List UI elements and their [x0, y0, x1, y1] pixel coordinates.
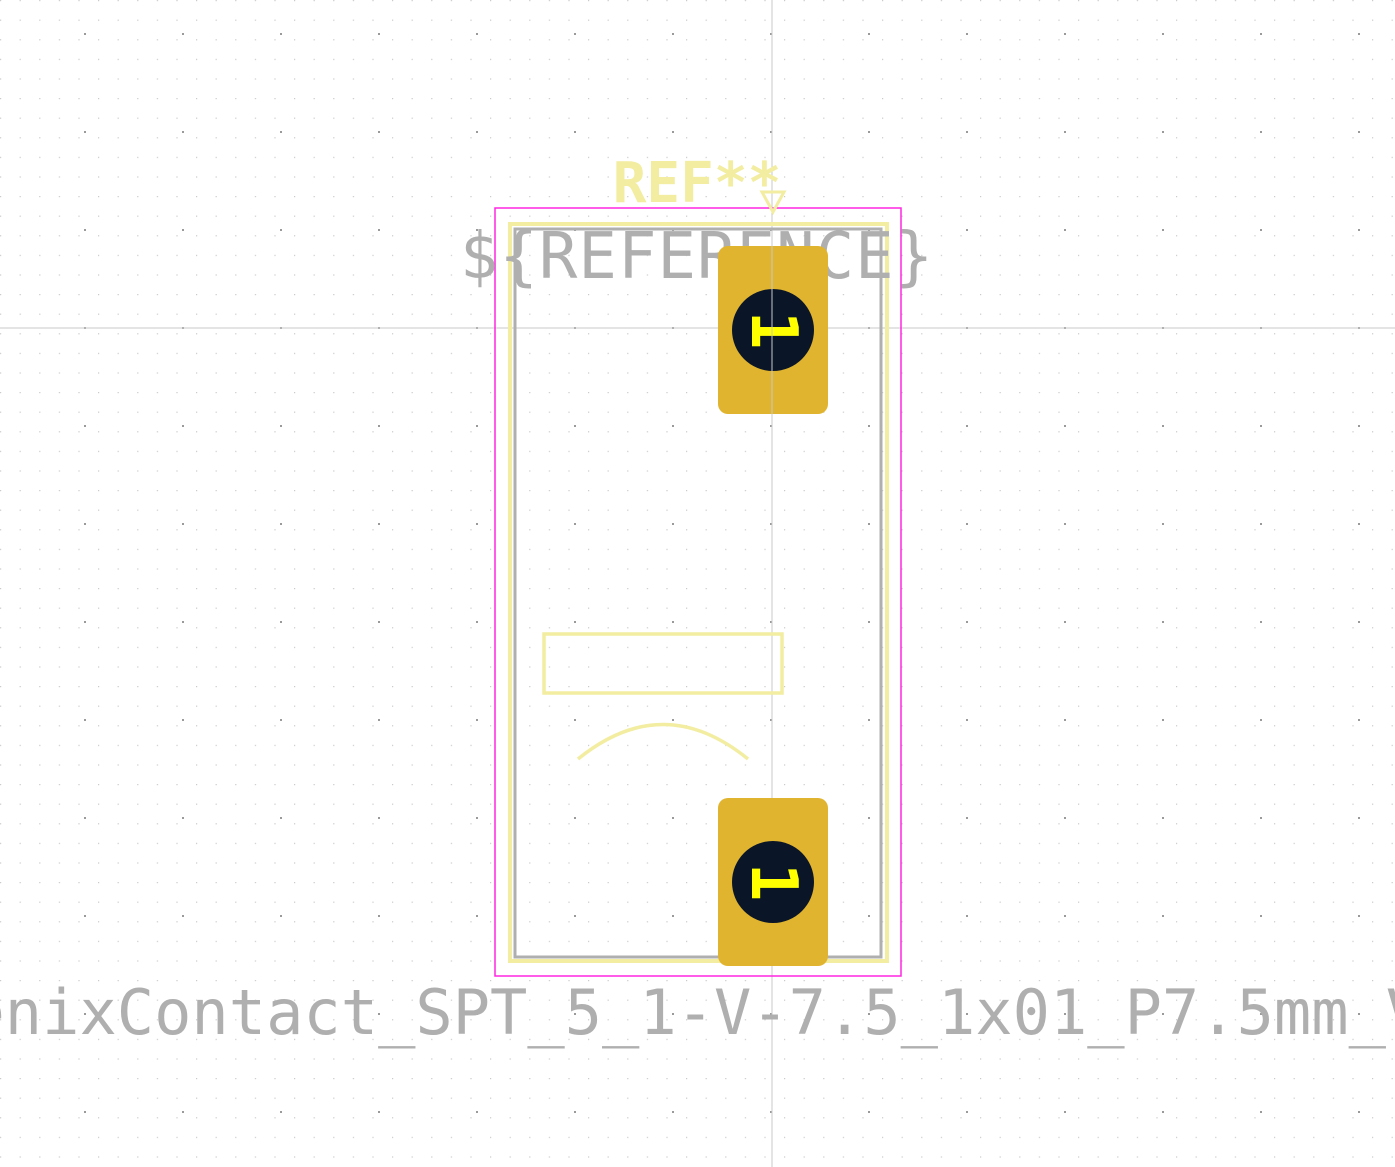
drill-hole — [732, 289, 814, 371]
triangle-down-icon — [759, 190, 787, 216]
fabrication-outline[interactable] — [513, 227, 883, 959]
reference-field-text[interactable]: ${REFERENCE} — [460, 220, 934, 294]
courtyard-outline[interactable] — [494, 207, 902, 977]
silkscreen-arc[interactable] — [576, 722, 750, 761]
ref-designator-text[interactable]: REF** — [613, 151, 782, 216]
pad-number-label: 1 — [736, 863, 810, 902]
pad-top[interactable]: 1 — [718, 246, 828, 414]
pad-number-label: 1 — [736, 311, 810, 350]
silkscreen-marker-rect[interactable] — [542, 632, 784, 695]
value-field-text[interactable]: PhoenixContact_SPT_5_1-V-7.5_1x01_P7.5mm… — [0, 976, 1395, 1049]
silkscreen-outline[interactable] — [508, 222, 889, 963]
drill-hole — [732, 841, 814, 923]
pad-bottom[interactable]: 1 — [718, 798, 828, 966]
